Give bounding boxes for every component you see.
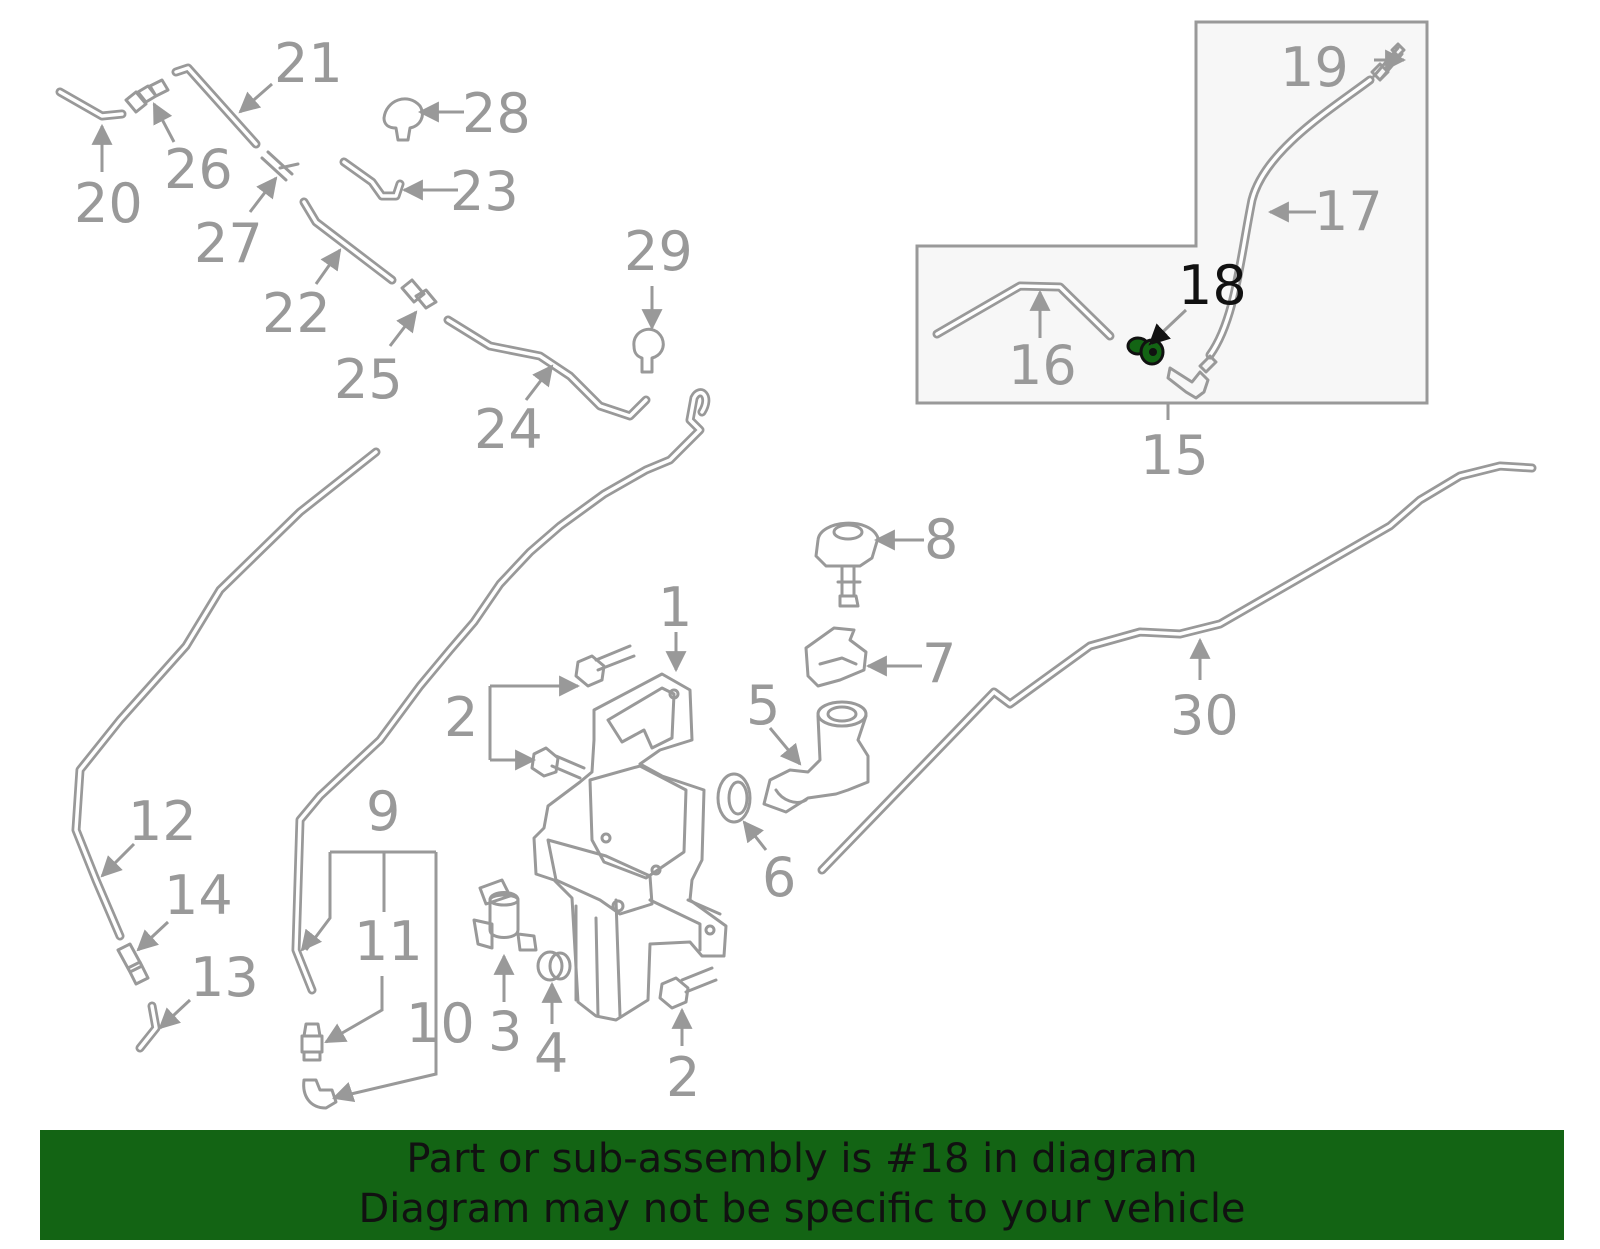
part-9-hose xyxy=(291,388,711,995)
callout-29: 29 xyxy=(624,220,693,283)
callout-17: 17 xyxy=(1314,180,1383,243)
part-18-highlighted xyxy=(1126,336,1165,366)
callout-12: 12 xyxy=(128,790,197,853)
callout-4: 4 xyxy=(534,1022,568,1085)
callout-26: 26 xyxy=(164,138,233,201)
callout-24: 24 xyxy=(474,398,543,461)
callout-15: 15 xyxy=(1140,424,1209,487)
callout-5: 5 xyxy=(746,674,780,737)
part-12-hose xyxy=(71,447,381,941)
callout-7: 7 xyxy=(922,632,956,695)
callout-20: 20 xyxy=(74,172,143,235)
callout-25: 25 xyxy=(334,348,403,411)
part-1-reservoir xyxy=(532,672,728,1022)
callout-8: 8 xyxy=(924,508,958,571)
callout-3: 3 xyxy=(488,1000,522,1063)
callout-11: 11 xyxy=(354,910,423,973)
callout-13: 13 xyxy=(190,946,259,1009)
callout-2-lower: 2 xyxy=(666,1046,700,1109)
part-11-connector xyxy=(300,1022,324,1062)
callout-6: 6 xyxy=(762,846,796,909)
callout-10: 10 xyxy=(406,992,475,1055)
part-2-bolt-middle xyxy=(530,746,586,780)
part-17-hose xyxy=(1205,75,1375,360)
part-24-hose xyxy=(443,315,651,421)
callout-9: 9 xyxy=(366,780,400,843)
callout-30: 30 xyxy=(1170,684,1239,747)
part-25-connector xyxy=(400,278,438,310)
part-2-bolt-lower xyxy=(658,966,718,1010)
callout-14: 14 xyxy=(164,864,233,927)
part-20-hose xyxy=(55,87,127,121)
part-29-nozzle xyxy=(632,327,665,374)
callout-labels: 1 2 2 3 4 5 6 7 8 9 10 11 12 13 14 15 16… xyxy=(74,32,1383,1109)
callout-16: 16 xyxy=(1008,334,1077,397)
callout-22: 22 xyxy=(262,282,331,345)
part-10-elbow xyxy=(302,1078,338,1110)
leader-lines xyxy=(91,49,1407,1102)
part-26-connector xyxy=(124,78,170,114)
callout-1: 1 xyxy=(658,576,692,639)
part-14-connector xyxy=(116,942,150,986)
part-3-pump xyxy=(472,878,538,952)
part-5-filler-neck xyxy=(762,700,870,814)
part-23-hose xyxy=(339,157,405,201)
callout-28: 28 xyxy=(462,82,531,145)
elbow-fitting xyxy=(1166,354,1218,400)
part-22-hose xyxy=(299,197,397,285)
callout-2-upper: 2 xyxy=(444,686,478,749)
callout-19: 19 xyxy=(1280,36,1349,99)
callout-23: 23 xyxy=(450,160,519,223)
callout-21: 21 xyxy=(274,32,343,95)
part-8-cap xyxy=(814,521,880,608)
part-4-grommet xyxy=(536,950,572,982)
banner-line-1: Part or sub-assembly is #18 in diagram xyxy=(406,1136,1198,1182)
part-30-hose xyxy=(817,461,1537,875)
banner-line-2: Diagram may not be specific to your vehi… xyxy=(358,1186,1246,1232)
part-13-elbow xyxy=(135,1001,161,1053)
part-28-nozzle xyxy=(382,97,424,142)
part-7-bracket xyxy=(804,626,868,688)
part-info-banner: Part or sub-assembly is #18 in diagram D… xyxy=(40,1130,1564,1240)
part-21-hose xyxy=(171,63,261,149)
part-16-hose xyxy=(932,281,1115,341)
part-2-bolt-upper xyxy=(574,644,636,688)
part-6-seal xyxy=(716,772,752,824)
part-27-connector xyxy=(260,150,300,182)
callout-27: 27 xyxy=(194,212,263,275)
callout-18-highlighted: 18 xyxy=(1178,254,1247,317)
